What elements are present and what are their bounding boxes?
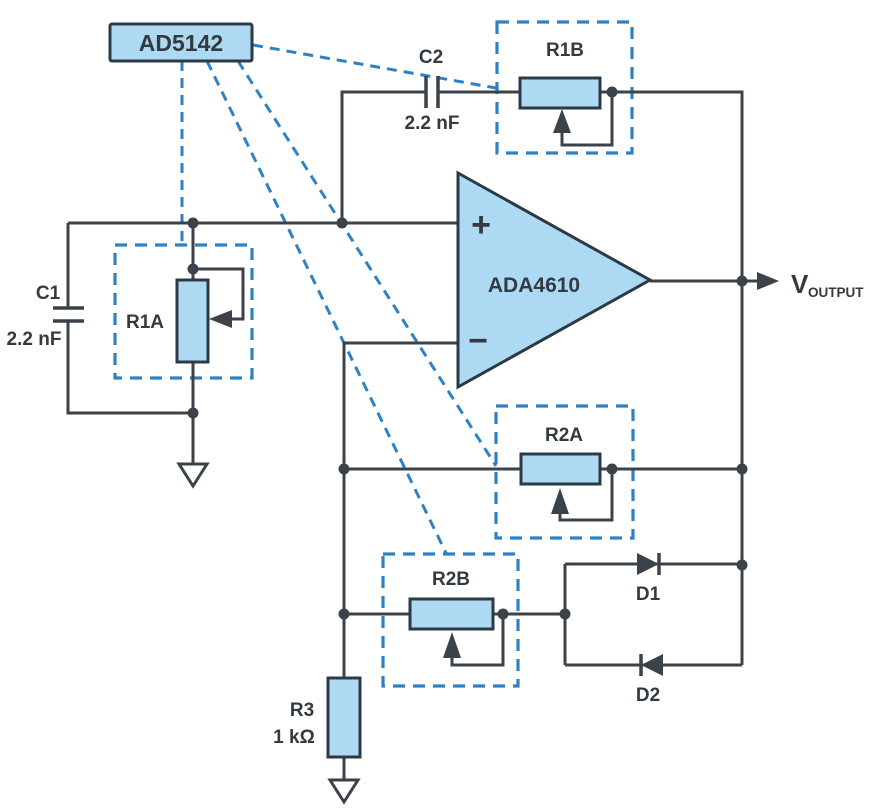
c2-value: 2.2 nF bbox=[405, 113, 460, 134]
junction-dot bbox=[187, 263, 199, 275]
control-link-r2a bbox=[236, 60, 498, 467]
r2b-potentiometer: R2B bbox=[408, 569, 495, 658]
r2a-wiper-arrow-icon bbox=[551, 488, 569, 514]
junction-dot bbox=[187, 217, 199, 229]
junction-dot bbox=[606, 463, 618, 475]
control-link-r1b bbox=[252, 43, 497, 90]
junction-dot bbox=[736, 463, 748, 475]
junction-dot bbox=[187, 407, 199, 419]
r1b-label: R1B bbox=[546, 40, 584, 61]
opamp-ada4610: + − ADA4610 bbox=[456, 170, 654, 390]
ground-icon-left bbox=[176, 462, 210, 489]
r1b-body bbox=[518, 76, 602, 110]
c1-label: C1 bbox=[36, 283, 61, 304]
junction-dot bbox=[606, 86, 618, 98]
r2a-potentiometer: R2A bbox=[519, 425, 602, 514]
r2a-body bbox=[519, 452, 602, 486]
c1-value: 2.2 nF bbox=[7, 329, 62, 350]
r2a-dashed-box bbox=[494, 404, 635, 540]
c1-bottom-wire bbox=[66, 321, 193, 415]
c1-capacitor: C1 2.2 nF bbox=[7, 283, 84, 350]
d1-label: D1 bbox=[636, 584, 661, 605]
r1a-potentiometer: R1A bbox=[126, 278, 232, 364]
r1b-potentiometer: R1B bbox=[518, 40, 602, 133]
junction-dot bbox=[338, 608, 350, 620]
r1a-label: R1A bbox=[126, 312, 164, 333]
r2a-label: R2A bbox=[545, 425, 583, 446]
r2b-wiper-loop bbox=[450, 614, 505, 667]
output-arrow-icon bbox=[757, 272, 779, 290]
r1a-body bbox=[175, 278, 210, 364]
d1-diode: D1 bbox=[636, 553, 661, 605]
opamp-label: ADA4610 bbox=[488, 274, 580, 297]
digipot-channel-boxes bbox=[113, 20, 635, 688]
r3-resistor: R3 1 kΩ bbox=[273, 676, 362, 759]
r1a-wiper-loop bbox=[193, 267, 245, 321]
r2b-body bbox=[408, 597, 495, 631]
d2-triangle-icon bbox=[641, 654, 663, 676]
opamp-triangle bbox=[456, 170, 654, 390]
junction-dot bbox=[736, 559, 748, 571]
output-terminal: V OUTPUT bbox=[757, 269, 864, 300]
control-link-r2b bbox=[205, 60, 448, 554]
feedback-right-rail bbox=[600, 90, 744, 665]
c2-branch-wire bbox=[340, 90, 426, 223]
c2-label: C2 bbox=[419, 47, 443, 68]
r2b-wiper-arrow-icon bbox=[443, 632, 461, 658]
vout-symbol: V bbox=[791, 269, 809, 299]
junction-dots bbox=[187, 86, 748, 620]
r3-body bbox=[326, 676, 362, 759]
junction-dot bbox=[336, 217, 348, 229]
junction-dot bbox=[338, 463, 350, 475]
vout-subscript: OUTPUT bbox=[808, 285, 864, 300]
junction-dot bbox=[559, 608, 571, 620]
opamp-minus-sign: − bbox=[468, 322, 488, 360]
r1a-dashed-box bbox=[113, 243, 254, 380]
ad5142-chip: AD5142 bbox=[108, 22, 254, 63]
ad5142-label: AD5142 bbox=[139, 30, 223, 56]
r3-value: 1 kΩ bbox=[273, 727, 315, 748]
r1b-dashed-box bbox=[495, 20, 634, 155]
r3-label: R3 bbox=[290, 700, 314, 721]
wires bbox=[66, 90, 760, 780]
ground-icon-bottom bbox=[327, 778, 361, 805]
ground-symbols bbox=[176, 462, 361, 805]
r1b-wiper-loop bbox=[560, 92, 614, 147]
junction-dot bbox=[736, 275, 748, 287]
d1-triangle-icon bbox=[637, 553, 659, 575]
d2-diode: D2 bbox=[636, 654, 663, 706]
inverting-input-rail bbox=[342, 341, 458, 678]
junction-dot bbox=[497, 608, 509, 620]
r2b-dashed-box bbox=[381, 552, 520, 688]
r2b-label: R2B bbox=[432, 569, 470, 590]
r2a-wiper-loop bbox=[558, 469, 614, 522]
d2-label: D2 bbox=[636, 685, 660, 706]
r1b-wiper-arrow-icon bbox=[553, 109, 571, 133]
digipot-control-links bbox=[180, 43, 498, 554]
ad5142-body bbox=[108, 22, 254, 63]
r1a-wiper-arrow-icon bbox=[209, 310, 232, 328]
opamp-plus-sign: + bbox=[471, 206, 491, 244]
c2-capacitor: C2 2.2 nF bbox=[405, 47, 460, 134]
